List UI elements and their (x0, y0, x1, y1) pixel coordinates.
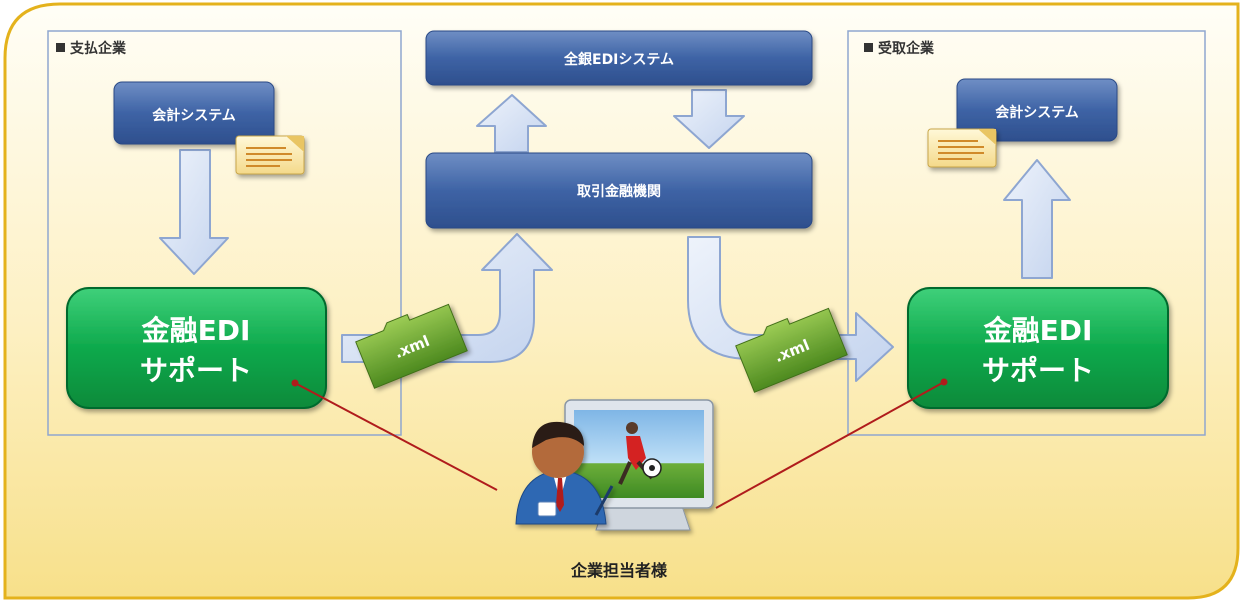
receiver-title: 受取企業 (878, 40, 935, 57)
payer-title: 支払企業 (69, 40, 127, 57)
payer-document-icon (235, 135, 305, 175)
left-xml-folder-icon (355, 303, 468, 389)
payer-edi-support-box (66, 287, 327, 409)
payer-accounting-box (113, 81, 275, 145)
zengin-edi-box (425, 30, 813, 86)
monitor-icon (564, 399, 714, 531)
payer-edi-line2: サポート (140, 354, 252, 387)
receiver-accounting-box (956, 78, 1118, 142)
zengin-edi-label: 全銀EDIシステム (563, 51, 674, 68)
arrow-down-zengin-to-bank (673, 89, 745, 149)
person-avatar-icon (515, 421, 614, 525)
payer-edi-line1: 金融EDI (141, 314, 251, 347)
right-connector-line (715, 381, 945, 509)
receiver-edi-support-box (907, 287, 1169, 409)
receiver-panel: 受取企業 (847, 30, 1206, 436)
payer-accounting-label: 会計システム (152, 107, 236, 124)
right-xml-folder-icon (735, 307, 848, 393)
bank-box (425, 152, 813, 229)
arrow-payer-to-bank (341, 233, 553, 363)
left-connector-line (294, 382, 498, 491)
bank-label: 取引金融機関 (577, 183, 661, 200)
receiver-document-icon (927, 128, 997, 168)
payer-panel: 支払企業 (47, 30, 402, 436)
arrow-down-payer (159, 149, 229, 275)
bullet-square-icon (56, 43, 65, 52)
right-connector-dot (940, 378, 948, 386)
arrow-up-receiver (1003, 159, 1071, 279)
arrow-up-bank-to-zengin (476, 94, 547, 153)
left-connector-dot (291, 379, 299, 387)
person-label: 企業担当者様 (570, 561, 668, 580)
bullet-square-icon (864, 43, 873, 52)
receiver-edi-line1: 金融EDI (983, 314, 1093, 347)
receiver-accounting-label: 会計システム (995, 104, 1079, 121)
receiver-edi-line2: サポート (982, 354, 1094, 387)
